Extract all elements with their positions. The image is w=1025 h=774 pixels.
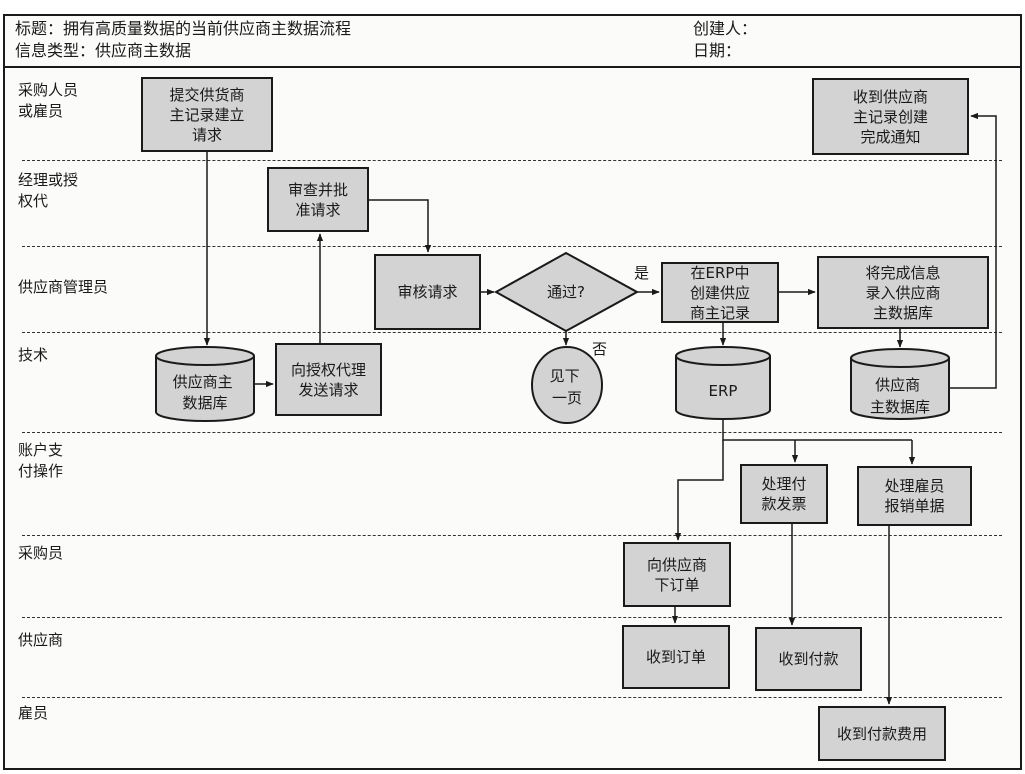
receive-expense-box: 收到付款费用 xyxy=(818,706,946,761)
process-expense-box: 处理雇员 报销单据 xyxy=(857,466,972,526)
receive-payment-box: 收到付款 xyxy=(755,627,862,691)
lane-divider xyxy=(22,332,1002,333)
lane-label-vendor-admin: 供应商管理员 xyxy=(18,278,109,296)
lane-label-buyer: 采购员 xyxy=(18,544,64,562)
info-type: 信息类型：供应商主数据 xyxy=(15,41,192,60)
submit-request-box: 提交供货商 主记录建立 请求 xyxy=(141,77,273,152)
enter-completion-box: 将完成信息 录入供应商 主数据库 xyxy=(817,256,989,329)
receive-notice-box: 收到供应商 主记录创建 完成通知 xyxy=(812,78,969,155)
place-order-box: 向供应商 下订单 xyxy=(623,542,731,607)
lane-label-accounts-payable: 账户支 付操作 xyxy=(18,441,64,480)
lane-divider xyxy=(22,535,1002,536)
send-request-box: 向授权代理 发送请求 xyxy=(275,343,382,416)
process-invoice-box: 处理付 款发票 xyxy=(740,464,828,524)
header: 标题：拥有高质量数据的当前供应商主数据流程 信息类型：供应商主数据 创建人： 日… xyxy=(5,16,1020,68)
lane-label-vendor: 供应商 xyxy=(18,631,64,649)
lane-divider xyxy=(22,697,1002,698)
creator-label: 创建人： xyxy=(693,19,758,38)
review-approve-box: 审查并批 准请求 xyxy=(267,167,369,232)
lane-divider xyxy=(22,160,1002,161)
date-label: 日期： xyxy=(693,41,742,60)
lane-label-purchaser-employee: 采购人员 或雇员 xyxy=(18,81,79,120)
receive-order-box: 收到订单 xyxy=(622,625,730,689)
lane-divider xyxy=(22,617,1002,618)
lane-label-employee: 雇员 xyxy=(18,704,49,722)
diagram-title: 标题：拥有高质量数据的当前供应商主数据流程 xyxy=(15,19,352,38)
audit-request-box: 审核请求 xyxy=(374,254,481,330)
lane-label-manager: 经理或授 权代 xyxy=(18,171,79,210)
create-in-erp-box: 在ERP中 创建供应 商主记录 xyxy=(661,262,779,323)
lane-label-technology: 技术 xyxy=(18,346,49,364)
lane-divider xyxy=(22,246,1002,247)
lane-divider xyxy=(22,432,1002,433)
